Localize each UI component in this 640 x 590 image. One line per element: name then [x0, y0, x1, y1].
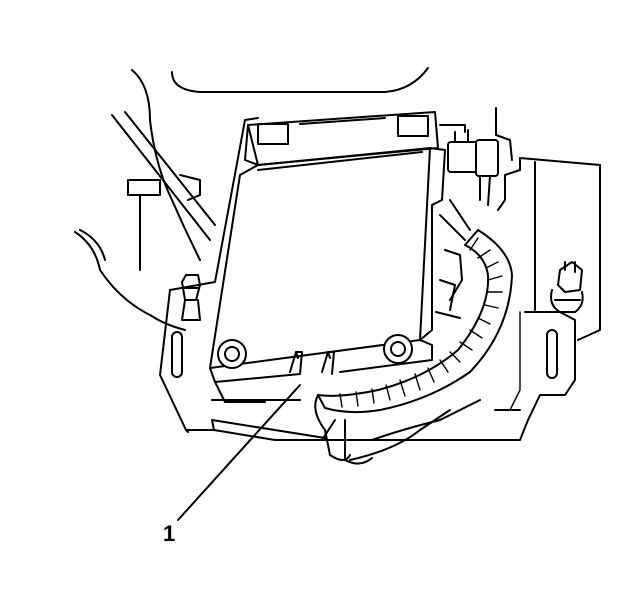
callout-number: 1 — [163, 521, 175, 546]
right-mounting-stud — [550, 261, 584, 313]
wiring-connector — [439, 124, 499, 206]
mounting-bracket — [159, 117, 576, 441]
right-panel — [495, 107, 601, 341]
wire-harness — [314, 199, 513, 465]
control-module — [209, 111, 446, 403]
left-panel-lines — [74, 69, 216, 331]
upper-panel-edge — [171, 67, 429, 93]
left-mounting-stud — [181, 274, 201, 321]
retaining-tabs — [289, 351, 335, 375]
callout-leader-line — [177, 384, 301, 521]
